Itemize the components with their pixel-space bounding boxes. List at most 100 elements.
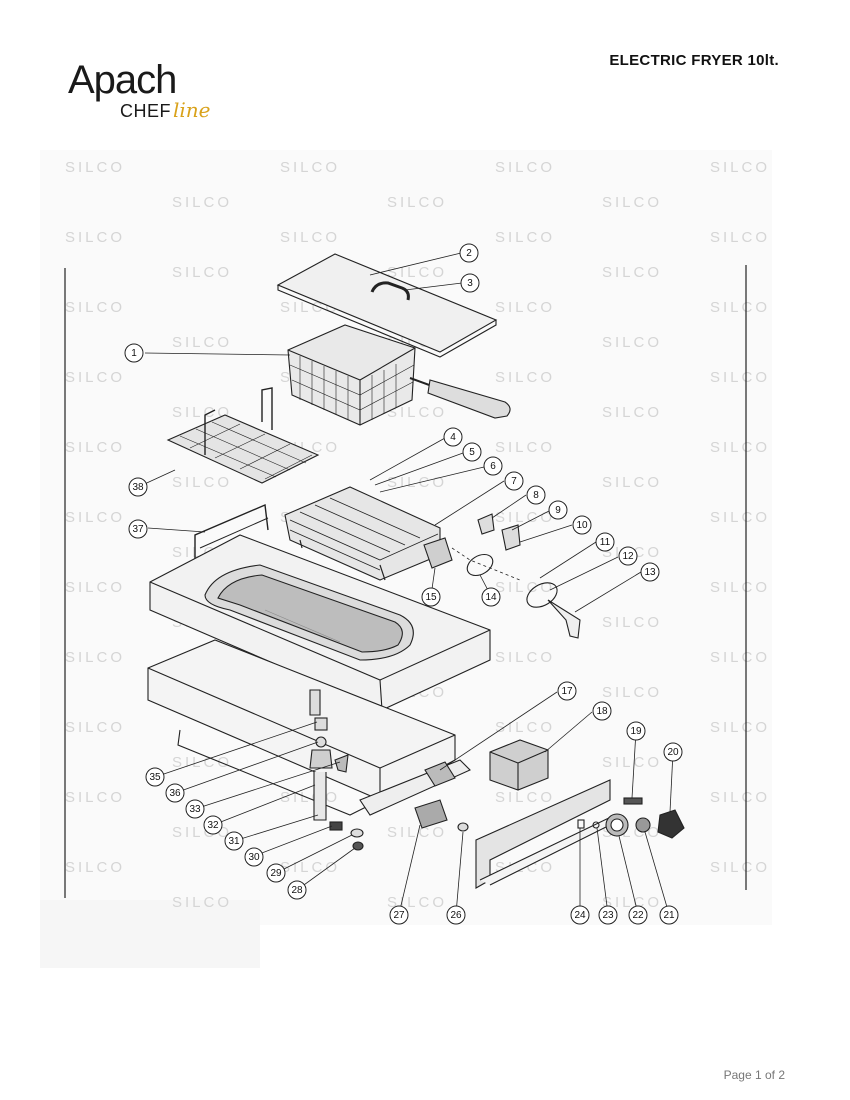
watermark-text: SILCO [495, 439, 555, 456]
callout-label: 32 [207, 820, 219, 831]
callout-label: 24 [574, 910, 586, 921]
callout-circle [570, 905, 590, 925]
watermark-text: SILCO [280, 159, 340, 176]
drain-assembly-part [309, 717, 364, 851]
callout-label: 18 [596, 706, 608, 717]
watermark-text: SILCO [65, 789, 125, 806]
callout-circle [185, 799, 205, 819]
callout-circle [287, 880, 307, 900]
watermark-text: SILCO [710, 509, 770, 526]
watermark-text: SILCO [65, 229, 125, 246]
callout-label: 38 [132, 482, 144, 493]
watermark-text: SILCO [495, 299, 555, 316]
watermark-text: SILCO [172, 194, 232, 211]
callout-circle [203, 815, 223, 835]
watermark-text: SILCO [495, 649, 555, 666]
callout-circle [266, 863, 286, 883]
lever-part-13 [547, 599, 581, 639]
watermark-layer: SILCO SILCO SILCO SILCO SILCO SILCO SILCO SILCO… [65, 159, 770, 911]
callout-circle [618, 546, 638, 566]
lamp-part-24 [577, 819, 585, 829]
watermark-text: SILCO [495, 229, 555, 246]
watermark-text: SILCO [602, 474, 662, 491]
watermark-text: SILCO [495, 579, 555, 596]
watermark-text: SILCO [65, 579, 125, 596]
watermark-text: SILCO [65, 719, 125, 736]
callout-label: 7 [511, 476, 517, 487]
callout-label: 29 [270, 868, 282, 879]
watermark-text: SILCO [387, 264, 447, 281]
contactor-part [489, 739, 549, 791]
bushing-part-14 [466, 553, 494, 577]
callout-labels: 1234567891011121314151718192021222324262… [124, 243, 683, 925]
flange-part-12 [526, 582, 558, 608]
switch-part-27 [414, 799, 448, 829]
callout-circle [598, 905, 618, 925]
callout-circle [459, 243, 479, 263]
basket-support-part [166, 387, 320, 484]
watermark-text: SILCO [495, 509, 555, 526]
watermark-text: SILCO [387, 404, 447, 421]
terminal-block-part-17 [424, 761, 456, 787]
callout-label: 22 [632, 910, 644, 921]
callout-circle [595, 532, 615, 552]
callout-label: 19 [630, 726, 642, 737]
callout-circle [446, 905, 466, 925]
basket-part [287, 324, 511, 426]
watermark-text: SILCO [65, 859, 125, 876]
callout-circle [462, 442, 482, 462]
element-head-part-15 [423, 537, 453, 569]
callout-label: 20 [667, 747, 679, 758]
watermark-text: SILCO [495, 159, 555, 176]
watermark-text: SILCO [710, 229, 770, 246]
watermark-text: SILCO [710, 369, 770, 386]
callout-circle [526, 485, 546, 505]
callout-circle [443, 427, 463, 447]
watermark-text: SILCO [602, 614, 662, 631]
document-title: ELECTRIC FRYER 10lt. [609, 52, 779, 69]
knob-ring-part-21 [635, 817, 651, 833]
watermark-text: SILCO [710, 299, 770, 316]
callout-circle [626, 721, 646, 741]
washer-part-23 [592, 821, 600, 829]
callout-label: 1 [131, 348, 137, 359]
tank-body-part [149, 534, 491, 711]
callout-label: 2 [466, 248, 472, 259]
callout-circle [460, 273, 480, 293]
watermark-text: SILCO [280, 859, 340, 876]
pilot-part-19 [623, 797, 643, 805]
lid-part [276, 253, 498, 358]
watermark-text: SILCO [172, 264, 232, 281]
callout-label: 12 [622, 551, 634, 562]
watermark-text: SILCO [280, 229, 340, 246]
callout-circle [483, 456, 503, 476]
watermark-text: SILCO [602, 754, 662, 771]
callout-circle [389, 905, 409, 925]
watermark-text: SILCO [602, 334, 662, 351]
thermostat-part-9 [501, 524, 521, 551]
watermark-text: SILCO [710, 649, 770, 666]
watermark-text: SILCO [602, 264, 662, 281]
watermark-text: SILCO [495, 369, 555, 386]
callout-label: 9 [555, 505, 561, 516]
callout-label: 36 [169, 788, 181, 799]
brand-name: Apach [68, 58, 177, 102]
callout-label: 23 [602, 910, 614, 921]
callout-circle [640, 562, 660, 582]
callout-label: 35 [149, 772, 161, 783]
callout-label: 4 [450, 432, 456, 443]
callout-circle [481, 587, 501, 607]
callout-label: 11 [600, 537, 611, 548]
watermark-text: SILCO [602, 894, 662, 911]
callout-label: 8 [533, 490, 539, 501]
watermark-text: SILCO [710, 859, 770, 876]
watermark-text: SILCO [710, 159, 770, 176]
watermark-text: SILCO [495, 789, 555, 806]
callout-circle [659, 905, 679, 925]
leader-lines [137, 252, 674, 915]
callout-circle [592, 701, 612, 721]
callout-label: 3 [467, 278, 473, 289]
